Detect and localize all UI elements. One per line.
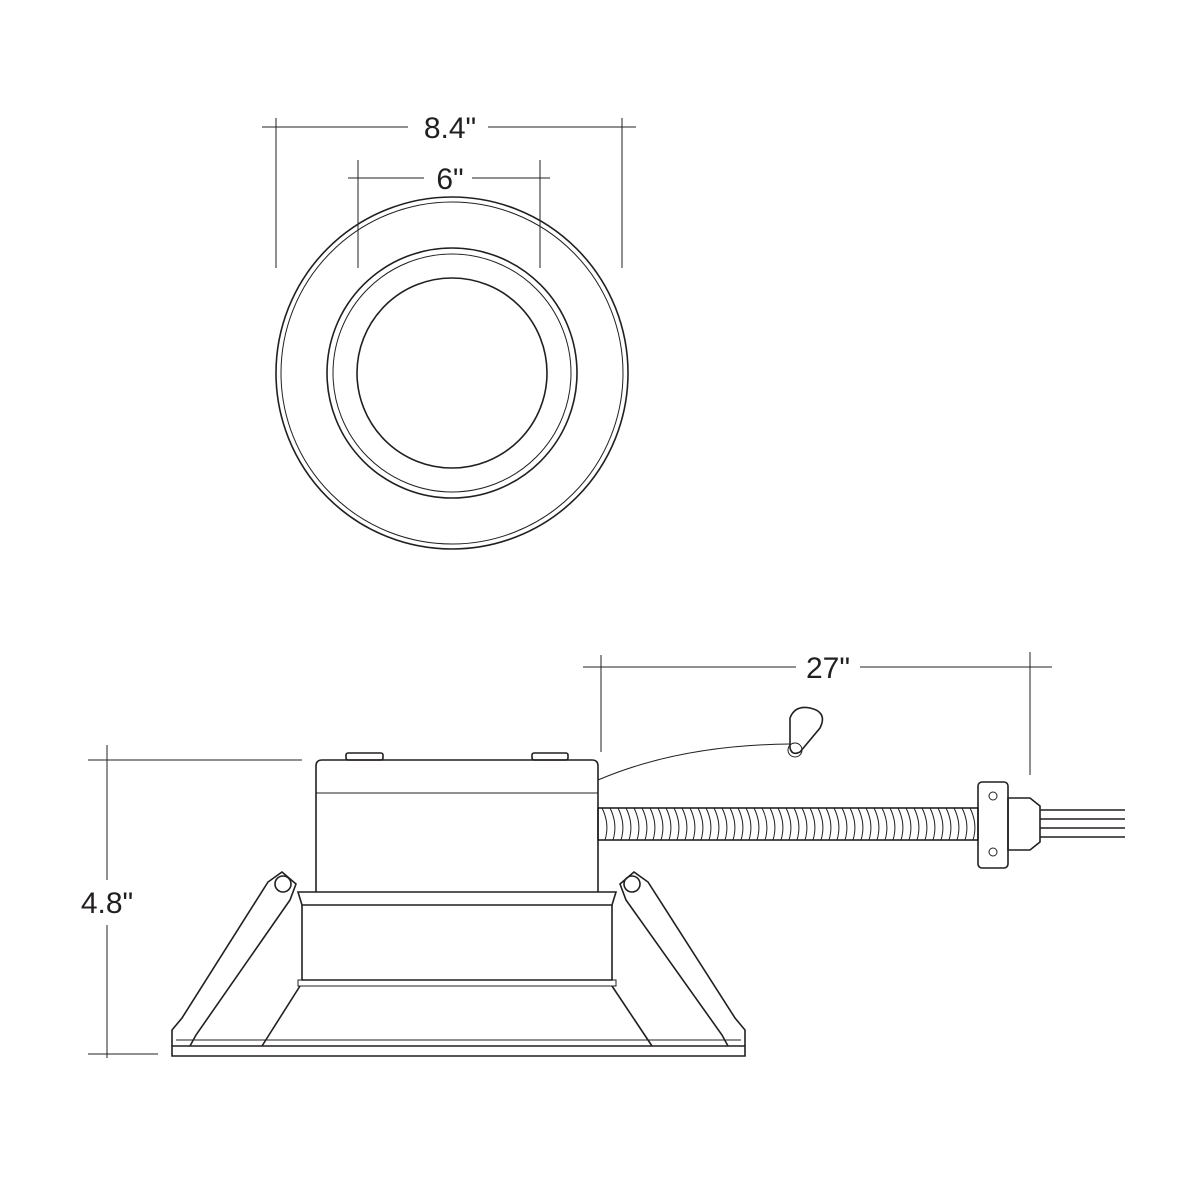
aperture-diameter-label: 6" xyxy=(436,163,463,196)
conduit-coil xyxy=(833,807,840,841)
reflector-outer-ring xyxy=(326,247,578,499)
conduit-coil xyxy=(825,807,832,841)
conduit-coil xyxy=(697,807,704,841)
driver-housing xyxy=(315,759,599,892)
reflector-inner-ring xyxy=(332,253,572,493)
trim-collar-top xyxy=(296,891,618,906)
reflector-cone xyxy=(261,985,653,1047)
conduit-coil xyxy=(705,807,712,841)
conduit-coil xyxy=(617,807,624,841)
conduit-coil xyxy=(713,807,720,841)
conduit-coil xyxy=(961,807,968,841)
conduit-coil xyxy=(937,807,944,841)
height-dimension: 4.8" xyxy=(81,745,302,1058)
conduit-coil xyxy=(649,807,656,841)
conduit-coil xyxy=(841,807,848,841)
cable-length-label: 27" xyxy=(806,652,850,685)
conduit-coil xyxy=(913,807,920,841)
conduit-coil xyxy=(809,807,816,841)
trim-flange xyxy=(171,1045,746,1057)
conduit-coil xyxy=(609,807,616,841)
trim-collar xyxy=(301,905,613,981)
conduit-coil xyxy=(969,807,976,841)
conduit-coil xyxy=(881,807,888,841)
conduit-coil xyxy=(777,807,784,841)
conduit-coil xyxy=(873,807,880,841)
conduit-coil xyxy=(817,807,824,841)
trim-diameter-dimension: 8.4" xyxy=(262,112,636,268)
conduit-coil xyxy=(953,807,960,841)
conduit-coil xyxy=(785,807,792,841)
side-view xyxy=(171,706,1125,1057)
trim-outer-edge xyxy=(275,196,629,550)
safety-cable xyxy=(597,743,791,781)
lead-wires xyxy=(1040,809,1125,838)
housing-tab-left xyxy=(345,752,384,761)
housing-tab-right xyxy=(531,752,569,761)
trim-inner-edge xyxy=(280,201,624,545)
conduit-coil xyxy=(801,807,808,841)
conduit-coil xyxy=(665,807,672,841)
conduit-coil xyxy=(681,807,688,841)
conduit-coil xyxy=(769,807,776,841)
conduit-coil xyxy=(865,807,872,841)
conduit-coil xyxy=(625,807,632,841)
conduit-coil xyxy=(633,807,640,841)
conduit-coil xyxy=(721,807,728,841)
lens xyxy=(356,277,548,469)
spring-clip-left xyxy=(171,870,297,1047)
conduit-coil xyxy=(641,807,648,841)
conduit-coil xyxy=(761,807,768,841)
conduit-coil xyxy=(689,807,696,841)
conduit-coil xyxy=(657,807,664,841)
conduit-coil xyxy=(673,807,680,841)
conduit-coil xyxy=(905,807,912,841)
height-label: 4.8" xyxy=(81,887,133,920)
conduit-coil xyxy=(857,807,864,841)
conduit-coil xyxy=(849,807,856,841)
conduit-coil xyxy=(921,807,928,841)
conduit-coil xyxy=(945,807,952,841)
trim-diameter-label: 8.4" xyxy=(424,112,476,145)
conduit-coil xyxy=(601,807,608,841)
top-view xyxy=(275,196,629,550)
conduit-connector xyxy=(977,781,1041,869)
spring-clip-right xyxy=(619,870,746,1047)
cable-length-dimension: 27" xyxy=(583,652,1052,775)
conduit-coil xyxy=(897,807,904,841)
aperture-diameter-dimension: 6" xyxy=(348,160,550,268)
conduit-coil xyxy=(929,807,936,841)
conduit-coil xyxy=(793,807,800,841)
conduit-coil xyxy=(745,807,752,841)
conduit-coil xyxy=(737,807,744,841)
carabiner-icon xyxy=(789,706,824,755)
flexible-conduit xyxy=(597,807,979,841)
conduit-coil xyxy=(729,807,736,841)
conduit-coil xyxy=(753,807,760,841)
conduit-coil xyxy=(889,807,896,841)
